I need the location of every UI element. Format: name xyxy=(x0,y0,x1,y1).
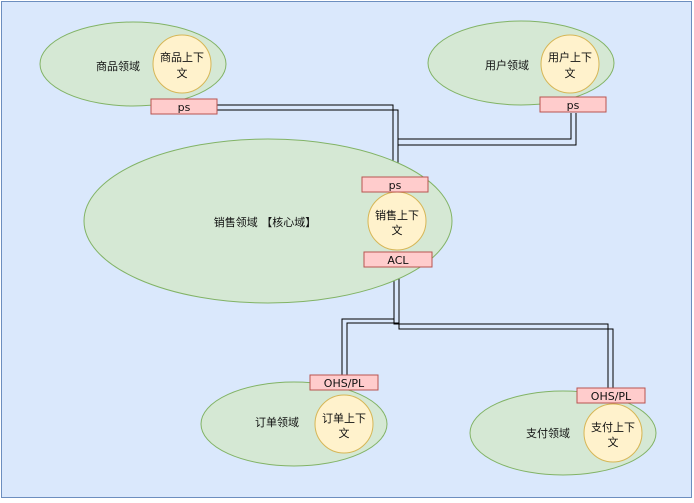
user-domain-label: 用户领域 xyxy=(485,58,529,72)
product-ps-tag-label: ps xyxy=(178,101,191,114)
product-ps-tag xyxy=(150,98,218,115)
order-ohs-tag xyxy=(309,374,379,391)
sales-domain-ellipse xyxy=(83,138,453,304)
user-context-line2: 文 xyxy=(565,66,576,80)
sales-context-line2: 文 xyxy=(392,223,403,237)
product-domain: 商品领域 商品上下 文 ps xyxy=(39,21,227,115)
sales-context-line1: 销售上下 xyxy=(375,208,419,222)
product-context-line2: 文 xyxy=(177,66,188,80)
payment-context-line1: 支付上下 xyxy=(591,421,635,434)
user-domain: 用户领域 用户上下 文 ps xyxy=(427,20,615,113)
order-context-line1: 订单上下 xyxy=(322,412,366,425)
sales-acl-tag xyxy=(363,251,433,268)
user-ps-tag-label: ps xyxy=(567,99,580,112)
payment-context-line2: 文 xyxy=(608,435,619,449)
sales-ps-tag xyxy=(361,176,429,193)
order-domain: 订单领域 订单上下 文 OHS/PL xyxy=(200,374,388,467)
product-context-circle xyxy=(152,34,212,94)
order-context-line2: 文 xyxy=(339,426,350,440)
user-context-line1: 用户上下 xyxy=(548,50,592,64)
connector-user-sales-a xyxy=(398,113,572,140)
connectors xyxy=(217,104,614,388)
payment-domain: 支付领域 支付上下 文 OHS/PL xyxy=(469,387,657,476)
connector-user-sales-b xyxy=(398,113,577,146)
product-domain-label: 商品领域 xyxy=(96,59,140,73)
connector-sales-payment-b xyxy=(398,267,614,388)
sales-domain-label: 销售领域 【核心域】 xyxy=(214,215,317,229)
payment-context-circle xyxy=(583,403,643,463)
payment-ohs-tag xyxy=(576,387,646,404)
sales-ps-tag-label: ps xyxy=(389,179,402,192)
order-context-circle xyxy=(314,394,374,454)
payment-ohs-tag-label: OHS/PL xyxy=(591,390,632,403)
product-context-line1: 商品上下 xyxy=(160,50,204,64)
payment-domain-label: 支付领域 xyxy=(526,427,570,440)
connector-sales-payment-a xyxy=(393,267,609,388)
user-ps-tag xyxy=(539,96,607,113)
order-ohs-tag-label: OHS/PL xyxy=(324,377,365,390)
sales-domain: 销售领域 【核心域】 销售上下 文 ps ACL xyxy=(83,138,453,304)
connector-product-sales-a xyxy=(217,104,394,177)
connector-product-sales-b xyxy=(217,109,399,177)
order-domain-label: 订单领域 xyxy=(255,416,299,429)
user-context-circle xyxy=(540,34,600,94)
sales-acl-tag-label: ACL xyxy=(387,254,409,267)
